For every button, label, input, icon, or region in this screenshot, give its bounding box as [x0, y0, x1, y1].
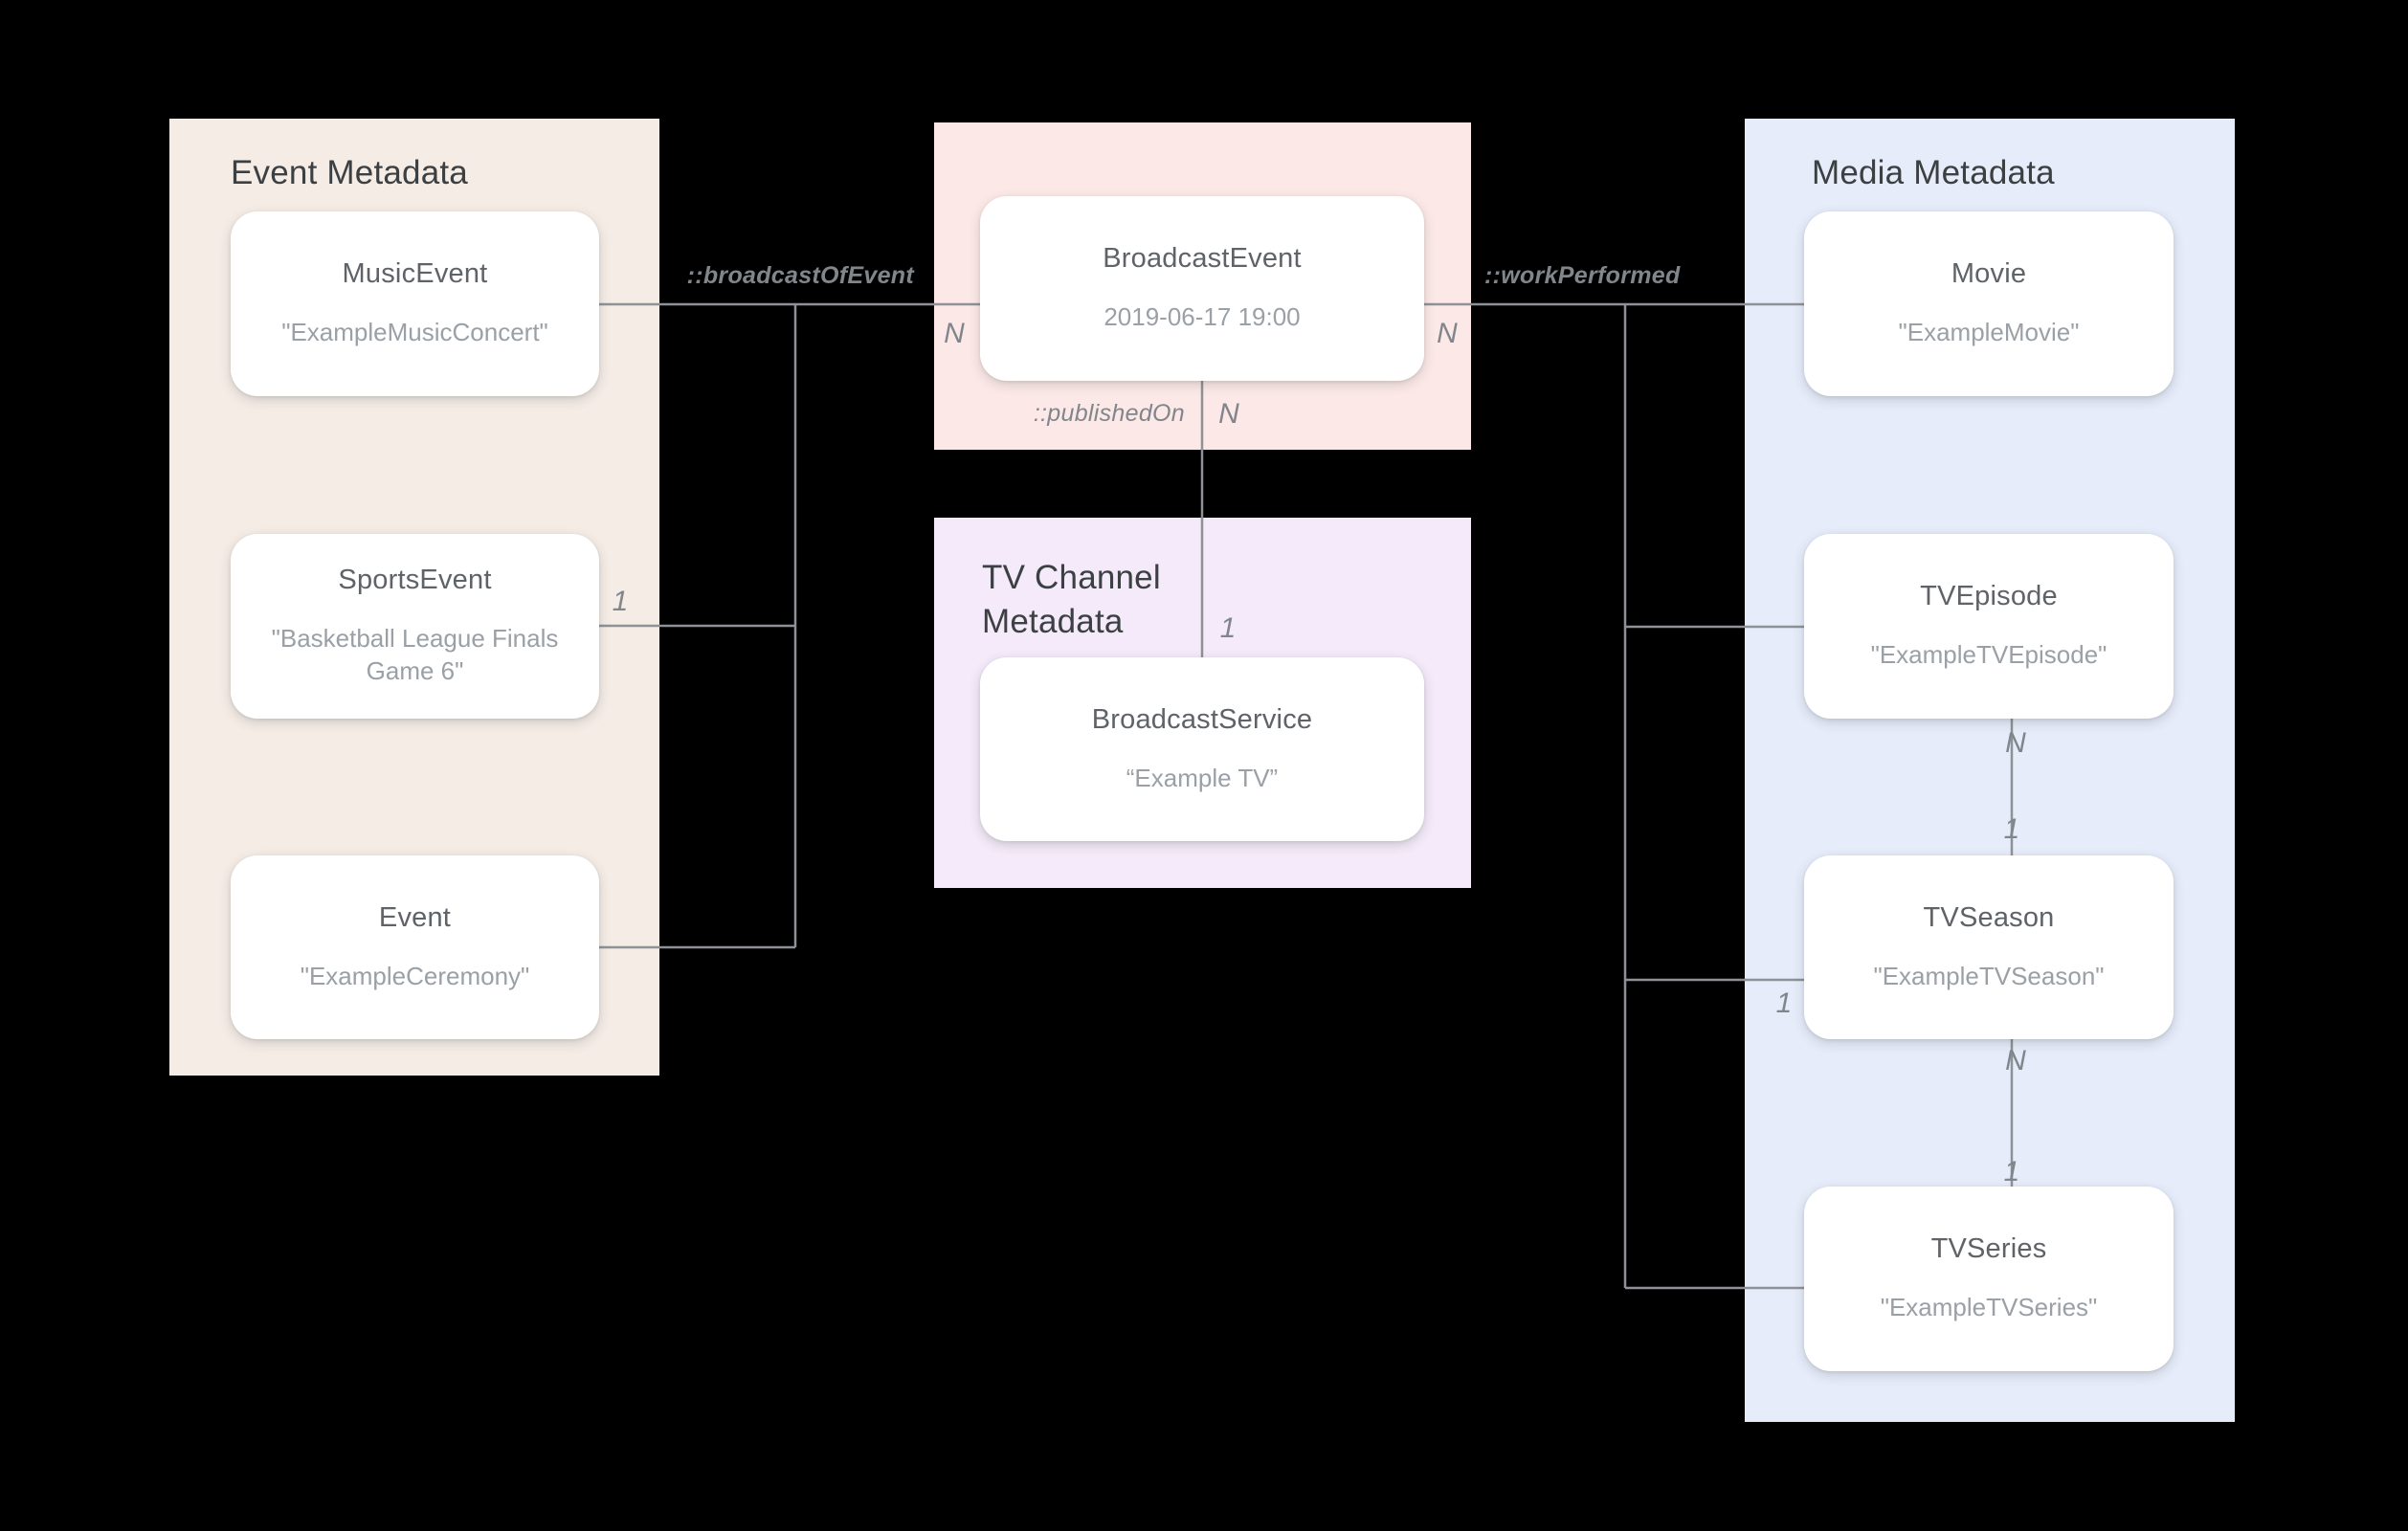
node-tv-season: TVSeason "ExampleTVSeason": [1804, 855, 2174, 1039]
cardinality-1-tv-season-branch: 1: [1775, 987, 1793, 1019]
node-title: SportsEvent: [338, 565, 492, 596]
relationship-label-work-performed: ::workPerformed: [1484, 262, 1681, 289]
cardinality-n-broadcast-right: N: [1437, 318, 1458, 349]
node-subtitle: "ExampleTVEpisode": [1870, 640, 2107, 670]
node-title: MusicEvent: [342, 258, 488, 290]
panel-event-metadata-title: Event Metadata: [231, 154, 468, 191]
node-subtitle: "ExampleTVSeries": [1880, 1293, 2098, 1322]
node-title: BroadcastService: [1091, 703, 1313, 735]
node-broadcast-event: BroadcastEvent 2019-06-17 19:00: [980, 196, 1424, 381]
node-title: TVEpisode: [1920, 581, 2058, 612]
node-title: TVSeries: [1930, 1233, 2047, 1265]
node-subtitle: “Example TV”: [1126, 763, 1279, 792]
cardinality-1-sports-event: 1: [612, 586, 629, 617]
panel-media-metadata-title: Media Metadata: [1812, 154, 2055, 191]
panel-tv-channel-metadata-title: TV Channel Metadata: [982, 559, 1161, 641]
node-subtitle: 2019-06-17 19:00: [1104, 302, 1301, 332]
cardinality-1-episode-season: 1: [2003, 813, 2020, 845]
node-tv-episode: TVEpisode "ExampleTVEpisode": [1804, 534, 2174, 719]
node-subtitle: "ExampleMusicConcert": [281, 318, 548, 347]
node-subtitle: "ExampleCeremony": [300, 961, 530, 990]
node-event: Event "ExampleCeremony": [231, 855, 599, 1039]
cardinality-1-published-on: 1: [1219, 612, 1237, 644]
cardinality-1-season-series: 1: [2003, 1156, 2020, 1187]
node-movie: Movie "ExampleMovie": [1804, 211, 2174, 396]
node-title: BroadcastEvent: [1103, 243, 1302, 275]
node-title: Event: [378, 901, 452, 933]
cardinality-n-episode-season: N: [2005, 727, 2026, 759]
node-tv-series: TVSeries "ExampleTVSeries": [1804, 1187, 2174, 1371]
node-title: Movie: [1951, 258, 2027, 290]
node-subtitle: "ExampleTVSeason": [1873, 961, 2105, 990]
node-broadcast-service: BroadcastService “Example TV”: [980, 657, 1424, 841]
node-subtitle: "ExampleMovie": [1898, 318, 2080, 347]
node-title: TVSeason: [1923, 901, 2055, 933]
cardinality-n-broadcast-left: N: [944, 318, 965, 349]
cardinality-n-season-series: N: [2005, 1045, 2026, 1076]
node-music-event: MusicEvent "ExampleMusicConcert": [231, 211, 599, 396]
relationship-label-published-on: ::publishedOn: [1033, 400, 1185, 427]
node-subtitle: "Basketball League Finals Game 6": [271, 624, 559, 685]
cardinality-n-published-on: N: [1218, 398, 1239, 430]
node-sports-event: SportsEvent "Basketball League Finals Ga…: [231, 534, 599, 719]
relationship-label-broadcast-of-event: ::broadcastOfEvent: [686, 262, 914, 289]
